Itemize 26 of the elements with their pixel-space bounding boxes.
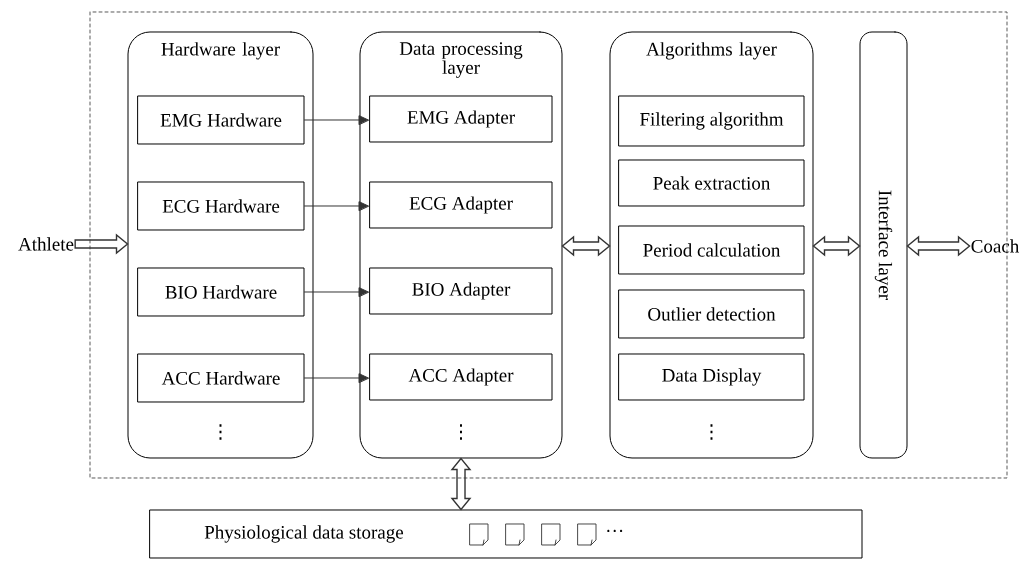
component-box: BIO Hardware <box>137 267 305 317</box>
arrow <box>304 201 369 211</box>
block-arrow <box>450 457 472 511</box>
layer-panel: Interface layer <box>859 31 908 459</box>
component-box: ACC Hardware <box>137 353 305 403</box>
component-box: Filtering algorithm <box>618 95 805 147</box>
component-box: Period calculation <box>618 225 805 275</box>
block-arrow <box>561 235 611 257</box>
terminal-label: Coach <box>971 239 1020 253</box>
arrow <box>304 115 369 125</box>
component-box: BIO Adapter <box>369 267 553 315</box>
arrow <box>304 373 369 383</box>
component-box: Outlier detection <box>618 289 805 339</box>
arrow <box>304 287 369 297</box>
block-arrow <box>812 235 861 257</box>
component-box: EMG Adapter <box>369 95 553 143</box>
component-box: Peak extraction <box>618 159 805 207</box>
block-arrow <box>74 233 129 255</box>
terminal-label: Athlete <box>18 237 74 251</box>
component-box: ECG Adapter <box>369 181 553 229</box>
storage-box: Physiological data storage … <box>149 509 863 559</box>
component-box: Data Display <box>618 353 805 401</box>
component-box: EMG Hardware <box>137 95 305 145</box>
component-box: ECG Hardware <box>137 181 305 231</box>
block-arrow <box>906 235 971 257</box>
component-box: ACC Adapter <box>369 353 553 401</box>
